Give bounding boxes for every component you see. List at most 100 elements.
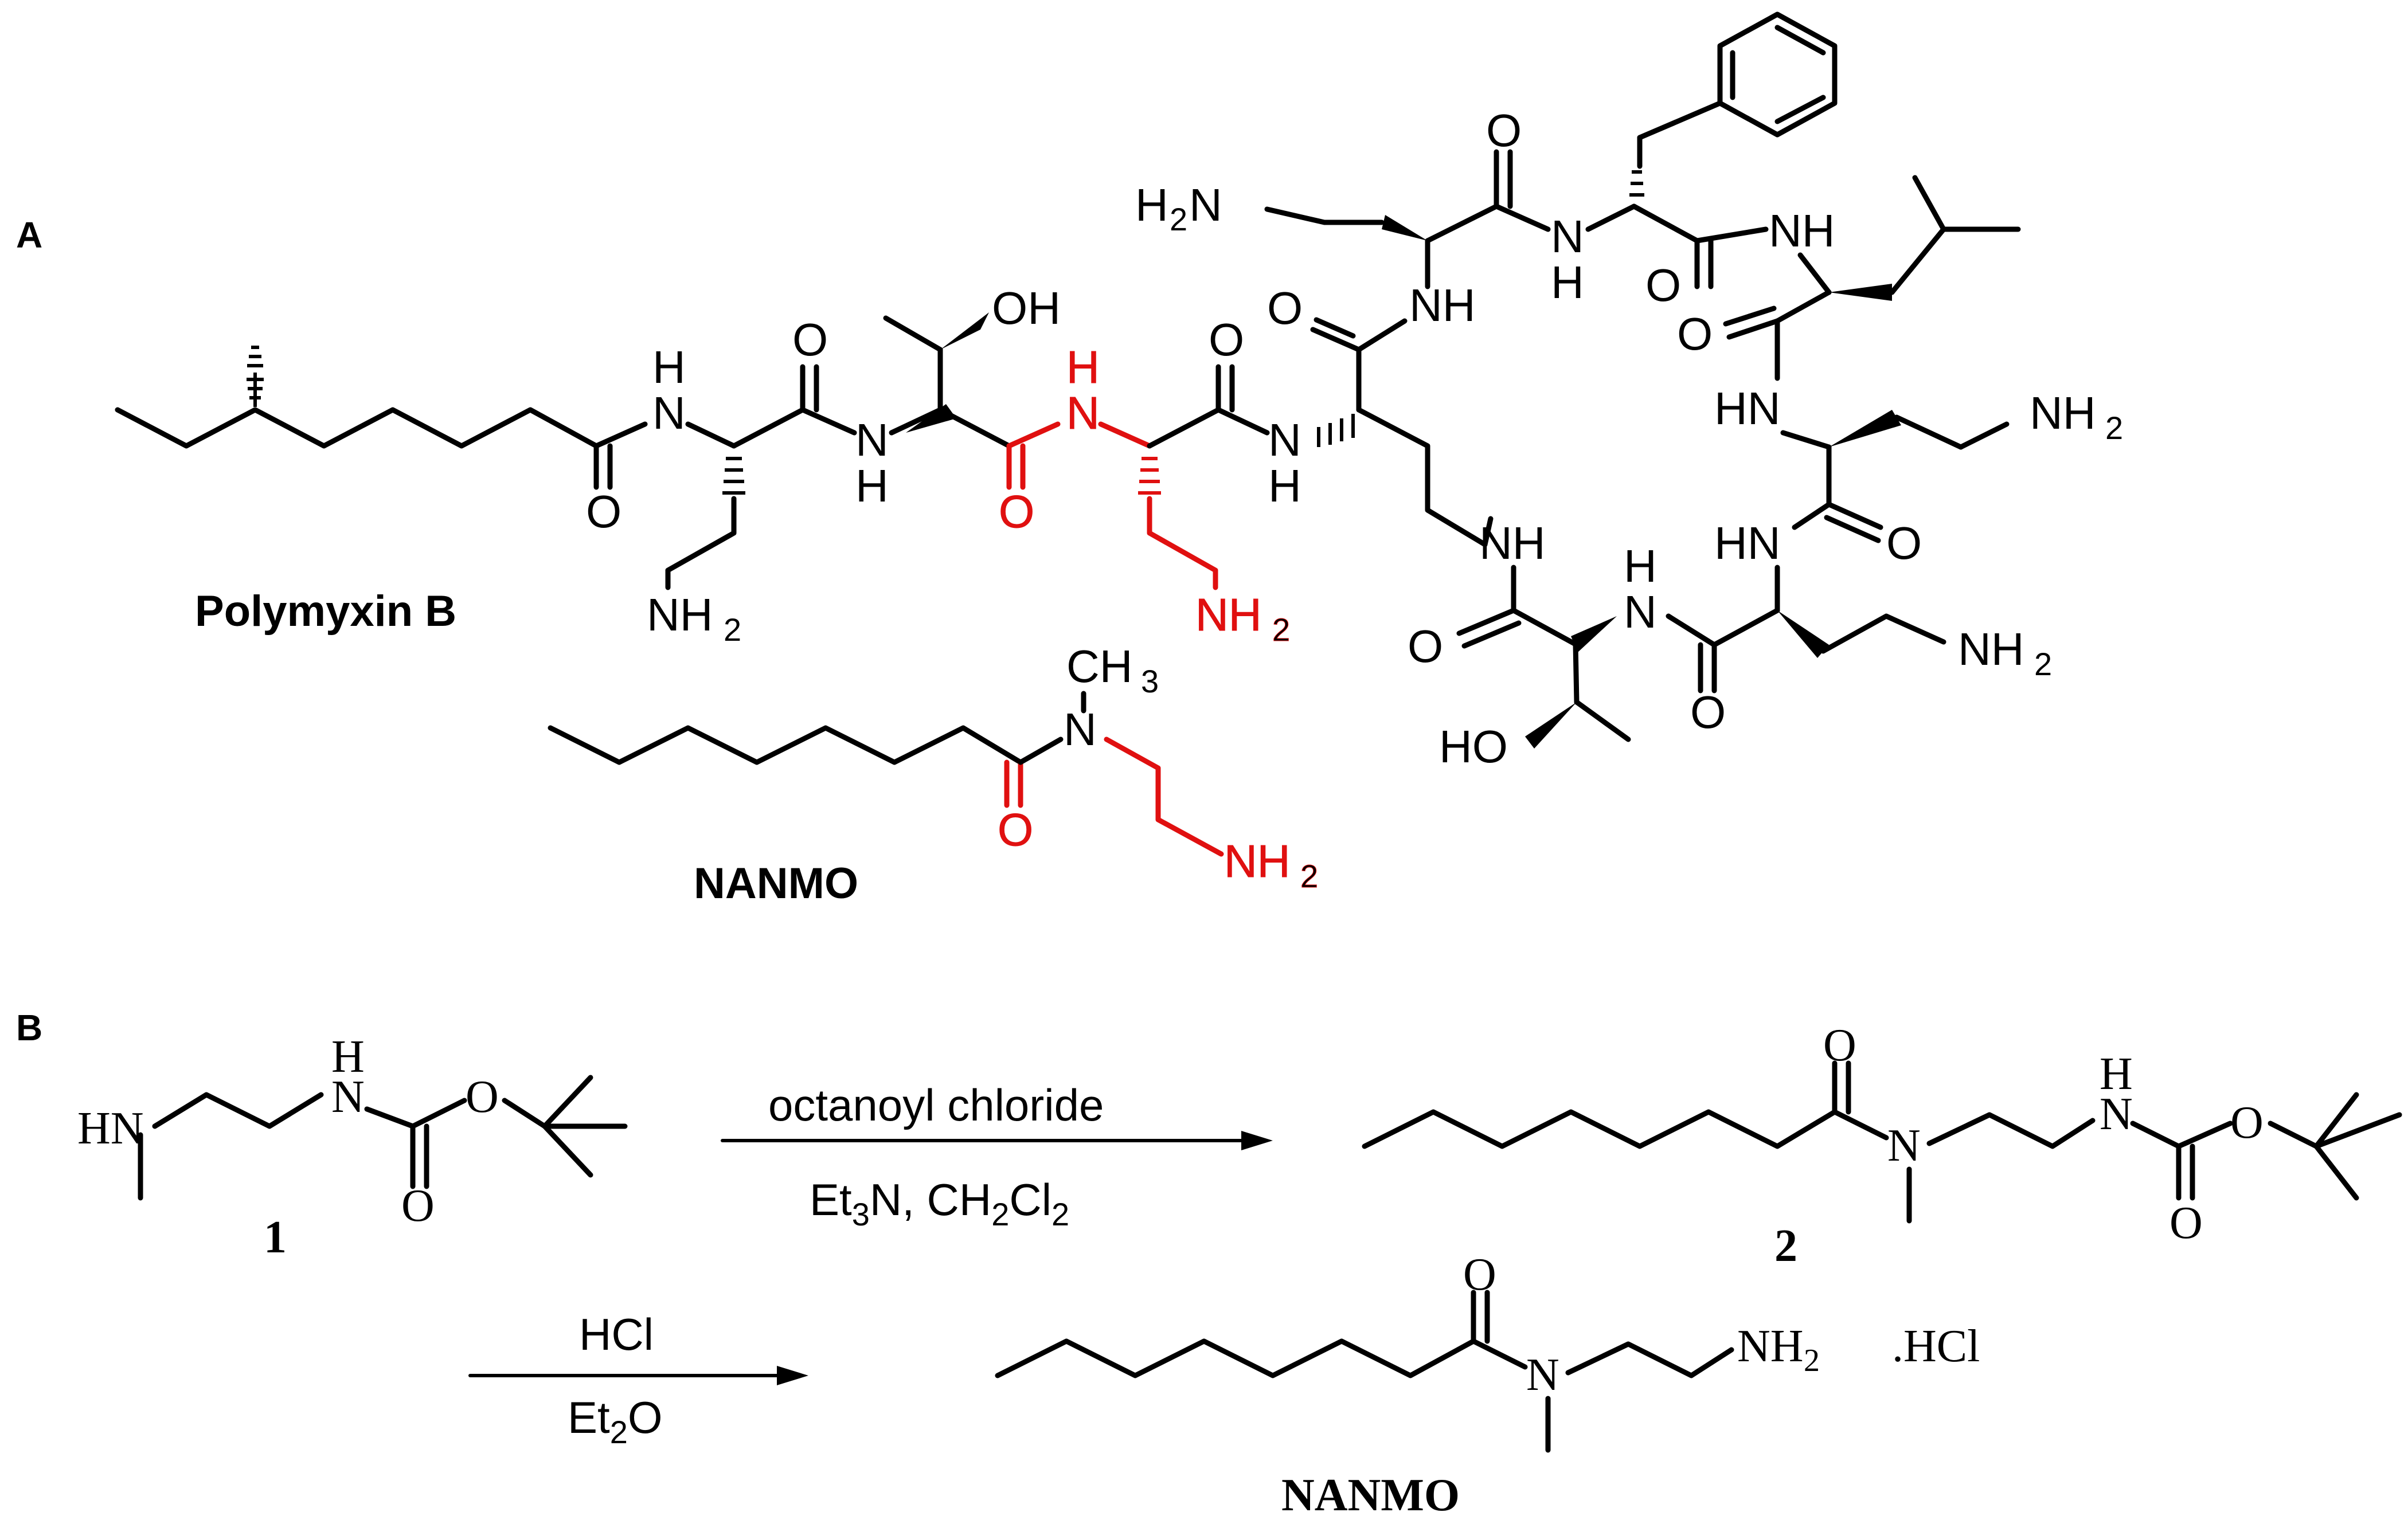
atom-o-highlight: O	[999, 486, 1034, 537]
panel-a-label: A	[16, 214, 42, 256]
step-1-conditions: Et3N, CH2Cl2	[810, 1174, 1069, 1232]
atom-n: N	[652, 387, 686, 438]
atom-h-nh2: H	[1135, 179, 1168, 230]
ring-hashed-bond	[1317, 414, 1355, 447]
atom-hn: HN	[1714, 383, 1781, 434]
reaction-arrow-step-2	[468, 1366, 808, 1385]
atom-o: O	[1267, 283, 1303, 334]
step-2-o: O	[628, 1392, 663, 1443]
step-1-mid: N, CH	[870, 1174, 991, 1225]
step-1-cl: Cl	[1009, 1174, 1051, 1225]
atom-nh: NH	[2030, 387, 2096, 438]
atom-n: N	[1526, 1350, 1559, 1400]
step-2-sub2: 2	[610, 1414, 628, 1450]
atom-nh: NH	[1409, 280, 1476, 331]
atom-o: O	[1486, 105, 1522, 156]
atom-o: O	[466, 1072, 499, 1122]
atom-h: H	[652, 342, 686, 393]
dab-bottom-wedge	[1777, 610, 1829, 658]
nanmo-final-structure: O N NH 2	[995, 1249, 1820, 1453]
atom-h-highlight: H	[1066, 342, 1100, 393]
benzene-ring	[1717, 11, 1838, 138]
atom-o: O	[1677, 308, 1713, 359]
step-2-conditions: Et2O	[568, 1392, 663, 1450]
atom-subscript-highlight: 2	[1300, 858, 1318, 894]
atom-nh: NH	[1769, 205, 1835, 256]
atom-nh-highlight: NH	[1224, 836, 1291, 887]
atom-n: N	[2100, 1089, 2133, 1139]
atom-ch: CH	[1066, 641, 1133, 692]
atom-subscript: 2	[2034, 646, 2052, 682]
leu-wedge-bond	[1829, 284, 1892, 301]
salt-label: .HCl	[1892, 1321, 1980, 1372]
atom-ho: HO	[1439, 721, 1508, 772]
thr-wedge-bond	[906, 404, 956, 433]
atom-subscript-highlight: 2	[1272, 612, 1290, 648]
atom-n: N	[1624, 586, 1657, 637]
atom-o: O	[586, 486, 621, 537]
atom-n: N	[1064, 704, 1097, 755]
atom-h: H	[1624, 540, 1657, 591]
atom-subscript: 3	[1141, 663, 1159, 699]
step-1-sub2b: 2	[1051, 1196, 1069, 1232]
atom-o: O	[1645, 260, 1681, 311]
atom-nh: NH	[647, 589, 713, 640]
compound-label-1: 1	[264, 1212, 287, 1263]
atom-o: O	[2169, 1198, 2203, 1248]
atom-oh: OH	[992, 283, 1061, 334]
atom-o: O	[1886, 518, 1922, 569]
atom-o: O	[792, 314, 828, 365]
step-1-sub3: 3	[852, 1196, 870, 1232]
atom-o: O	[1823, 1020, 1856, 1071]
step-2-et: Et	[568, 1392, 610, 1443]
atom-o: O	[401, 1181, 435, 1231]
atom-n-nh2: N	[1189, 179, 1222, 230]
dab2-hashed-bond	[1138, 457, 1161, 495]
atom-o: O	[1463, 1249, 1496, 1300]
compound-2-structure: O N H N O O	[1362, 1020, 2402, 1248]
atom-subscript: 2	[1170, 201, 1187, 237]
atom-subscript: 2	[724, 612, 741, 648]
atom-o: O	[2230, 1098, 2264, 1148]
dab-ring-wedge	[1382, 215, 1428, 241]
atom-n: N	[1268, 414, 1301, 465]
atom-n-highlight: N	[1066, 387, 1100, 438]
compound-1-structure: HN H N O O	[77, 1032, 628, 1231]
atom-nh: NH	[1737, 1321, 1804, 1372]
thr-lower-wedge	[1571, 616, 1617, 652]
atom-nh-highlight: NH	[1195, 589, 1262, 640]
compound-label-nanmo: NANMO	[1281, 1470, 1460, 1520]
dab-right-wedge	[1829, 410, 1901, 447]
step-2-reagent: HCl	[579, 1309, 654, 1360]
atom-o: O	[1209, 314, 1244, 365]
atom-h: H	[1551, 257, 1584, 308]
atom-h: H	[855, 460, 889, 511]
atom-hn: HN	[1714, 518, 1781, 569]
step-1-et: Et	[810, 1174, 852, 1225]
methyl-hashed-bond	[247, 346, 264, 407]
atom-n: N	[1551, 211, 1584, 262]
dab1-hashed-bond	[722, 457, 745, 495]
atom-h: H	[1268, 460, 1301, 511]
atom-o: O	[1408, 621, 1443, 672]
atom-n: N	[331, 1072, 365, 1122]
compound-name-polymyxin-b: Polymyxin B	[195, 587, 456, 636]
atom-h: H	[331, 1032, 365, 1082]
atom-hn: HN	[77, 1103, 144, 1154]
atom-o-highlight: O	[998, 804, 1033, 855]
ho-wedge-bond	[1525, 702, 1577, 749]
compound-name-nanmo: NANMO	[694, 859, 858, 908]
atom-n: N	[1887, 1121, 1921, 1171]
atom-nh: NH	[1958, 624, 2024, 675]
compound-label-2: 2	[1774, 1221, 1797, 1271]
panel-b-label: B	[16, 1007, 42, 1048]
atom-h: H	[2100, 1049, 2133, 1099]
nanmo-structure: O N CH 3 NH 2	[548, 641, 1319, 895]
phe-hashed-bond	[1629, 170, 1644, 197]
atom-subscript: 2	[2105, 410, 2123, 446]
polymyxin-b-structure: O H N NH 2 O N H OH O	[115, 11, 2123, 772]
reaction-arrow-step-1	[721, 1131, 1273, 1150]
oh-wedge-bond	[940, 312, 989, 350]
atom-o: O	[1690, 687, 1726, 738]
